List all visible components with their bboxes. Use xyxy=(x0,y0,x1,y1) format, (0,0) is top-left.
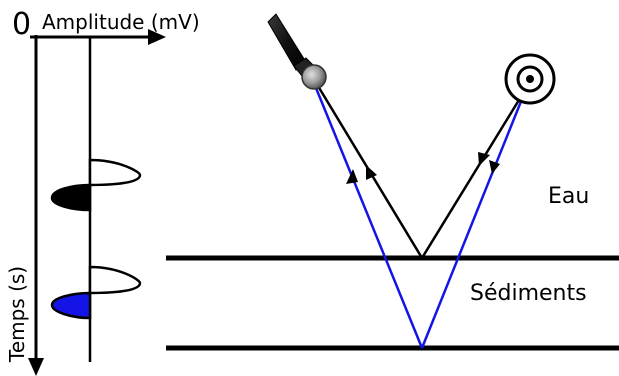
x-axis-label: Amplitude (mV) xyxy=(42,10,200,34)
wavelet-1-negative-lobe xyxy=(50,183,92,212)
ray-deep-up-arrowhead xyxy=(346,169,358,184)
wavelet-2-negative-lobe xyxy=(50,291,92,320)
origin-label: 0 xyxy=(12,7,31,42)
ray-shallow-reflection xyxy=(316,81,532,259)
wavelet-1 xyxy=(50,158,142,212)
wavelet-2-positive-lobe xyxy=(88,265,142,295)
wavelet-2 xyxy=(50,265,142,320)
y-axis-arrowhead xyxy=(28,358,44,376)
ray-shallow-down-leg xyxy=(420,81,532,259)
ray-shallow-down-arrowhead xyxy=(478,152,490,166)
microphone-icon xyxy=(267,13,327,90)
water-label: Eau xyxy=(548,184,589,209)
trace-panel: 0 Amplitude (mV) Temps (s) xyxy=(5,7,200,376)
ray-deep-down-arrowhead xyxy=(489,160,500,174)
y-axis-label: Temps (s) xyxy=(5,266,29,363)
target-receiver-icon xyxy=(504,53,556,105)
wavelet-1-positive-lobe xyxy=(88,158,142,187)
ray-deep-up-leg xyxy=(314,87,424,349)
sediment-label: Sédiments xyxy=(470,281,587,306)
ray-deep-down-leg xyxy=(420,83,530,349)
ray-shallow-up-arrowhead xyxy=(366,165,377,180)
ray-deep-reflection xyxy=(314,83,530,349)
x-axis-arrowhead xyxy=(148,29,166,45)
